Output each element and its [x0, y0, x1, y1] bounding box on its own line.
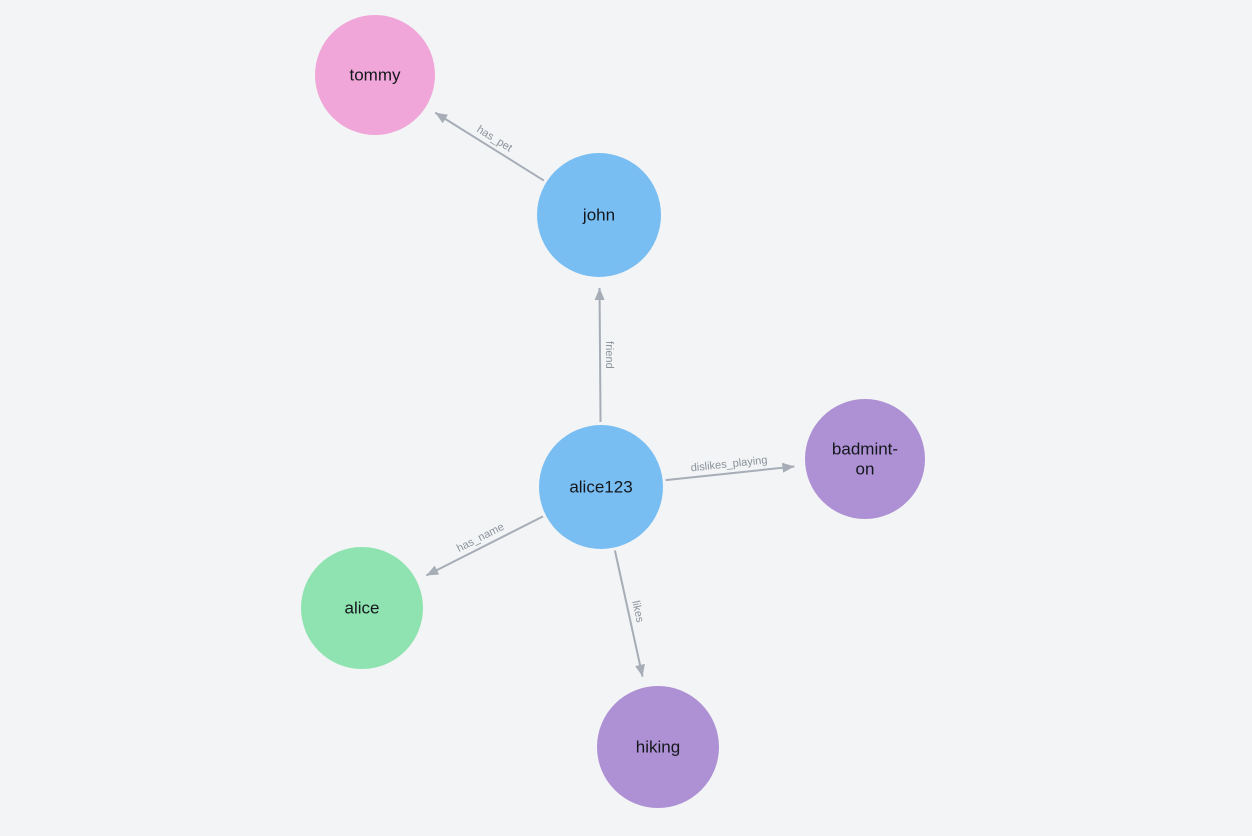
node-hiking[interactable]: hiking — [597, 686, 719, 808]
node-label-tommy: tommy — [350, 66, 402, 85]
edge-label-friend: friend — [603, 341, 615, 369]
edge-likes[interactable]: likes — [613, 550, 646, 677]
node-label-alice123: alice123 — [569, 478, 632, 497]
edge-has_name[interactable]: has_name — [425, 515, 544, 577]
node-circle-alice123[interactable] — [539, 425, 663, 549]
edge-dislikes_playing[interactable]: dislikes_playing — [665, 454, 795, 482]
node-circle-tommy[interactable] — [315, 15, 435, 135]
node-label-john: john — [582, 206, 615, 225]
edge-line-friend[interactable] — [594, 287, 605, 423]
node-tommy[interactable]: tommy — [315, 15, 435, 135]
node-label-alice: alice — [345, 599, 380, 618]
edge-line-likes[interactable] — [613, 550, 645, 677]
edge-friend[interactable]: friend — [594, 287, 616, 423]
node-john[interactable]: john — [537, 153, 661, 277]
edge-label-likes: likes — [629, 600, 646, 625]
edge-line-has_name[interactable] — [425, 515, 544, 577]
edge-line-dislikes_playing[interactable] — [665, 462, 795, 482]
edge-has_pet[interactable]: has_pet — [434, 111, 545, 182]
node-badminton[interactable]: badmint-on — [805, 399, 925, 519]
node-circle-john[interactable] — [537, 153, 661, 277]
node-alice123[interactable]: alice123 — [539, 425, 663, 549]
node-label-badminton: badmint-on — [832, 440, 898, 479]
node-label-hiking: hiking — [636, 738, 680, 757]
node-alice[interactable]: alice — [301, 547, 423, 669]
node-circle-alice[interactable] — [301, 547, 423, 669]
node-circle-hiking[interactable] — [597, 686, 719, 808]
nodes-layer: tommy john alice123 badmint-on alice hiking — [301, 15, 925, 808]
node-circle-badminton[interactable] — [805, 399, 925, 519]
edge-line-has_pet[interactable] — [434, 111, 545, 182]
